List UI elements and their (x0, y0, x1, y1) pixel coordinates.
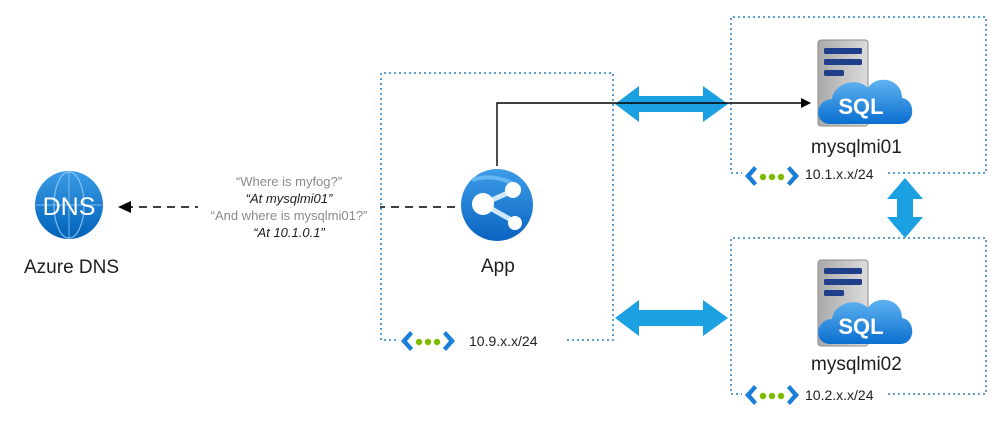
sql1-label: mysqlmi01 (811, 137, 902, 158)
app-to-sql-connection (496, 98, 811, 166)
sql2-vnet-cidr: 10.2.x.x/24 (805, 387, 874, 403)
peering-arrow-app-sql2 (615, 300, 728, 336)
sql2-vnet-border (730, 237, 987, 395)
sql1-vnet-border (730, 16, 987, 174)
query-answer-1: “At mysqlmi01” (245, 191, 333, 206)
sql2-label: mysqlmi02 (811, 354, 902, 375)
sql2-vnet-icon (745, 385, 799, 405)
sql1-vnet-icon (745, 166, 799, 186)
sql1-vnet-cidr: 10.1.x.x/24 (805, 166, 874, 182)
app-vnet-icon (401, 331, 455, 351)
query-question-1: “Where is myfog?” (235, 174, 343, 189)
dns-query-arrowhead (118, 201, 131, 213)
peering-arrow-app-sql1 (615, 86, 728, 122)
dns-label: Azure DNS (24, 257, 120, 278)
web-app-icon (461, 169, 533, 241)
dns-query-text: “Where is myfog?” “At mysqlmi01” “And wh… (198, 173, 380, 241)
peering-arrow-sql1-sql2 (887, 178, 923, 238)
svg-text:DNS: DNS (43, 193, 96, 221)
sql-server-icon-1: SQL (817, 39, 913, 127)
svg-text:SQL: SQL (838, 94, 883, 119)
query-question-2: “And where is mysqlmi01?” (210, 208, 368, 223)
app-vnet-cidr: 10.9.x.x/24 (469, 333, 538, 349)
sql-server-icon-2: SQL (817, 259, 913, 347)
dns-icon: DNS (35, 171, 103, 239)
query-answer-2: “At 10.1.0.1” (253, 225, 325, 240)
svg-text:SQL: SQL (838, 314, 883, 339)
app-label: App (481, 256, 515, 277)
